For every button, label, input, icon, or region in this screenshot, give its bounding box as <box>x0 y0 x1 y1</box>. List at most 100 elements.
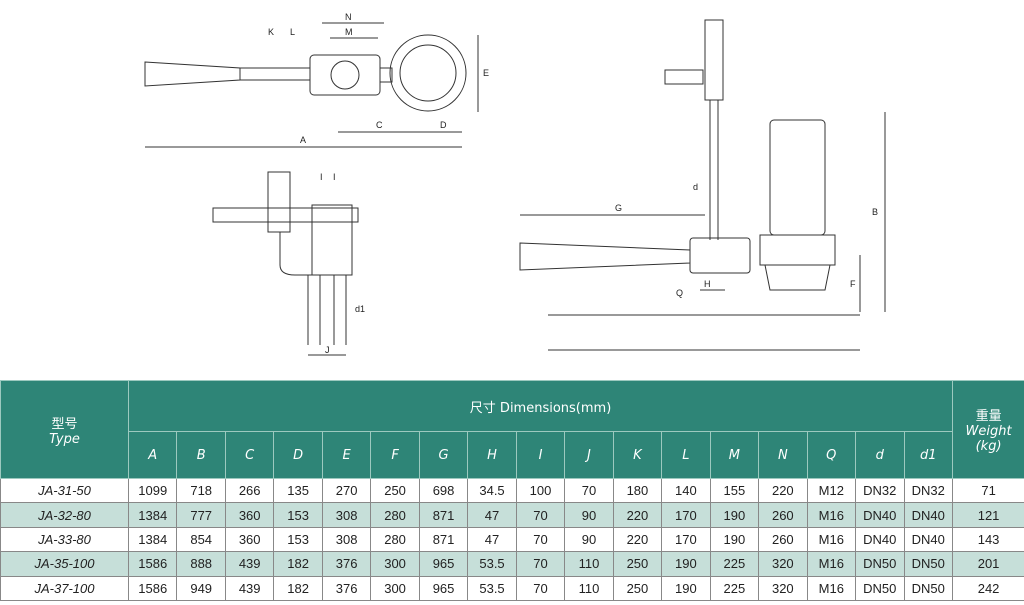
label-g: G <box>615 203 622 213</box>
type-cell: JA-33-80 <box>0 526 129 553</box>
dimension-cell-h: 53.5 <box>467 575 517 601</box>
label-k: K <box>268 27 274 37</box>
label-e: E <box>483 68 489 78</box>
dimension-cell-l: 140 <box>661 477 711 504</box>
dimension-cell-b: 718 <box>176 477 226 504</box>
weight-cell: 242 <box>952 575 1024 601</box>
dimension-cell-e: 308 <box>321 502 372 528</box>
dimension-cell-b: 888 <box>176 551 226 577</box>
dimension-cell-h: 47 <box>467 502 517 528</box>
dimension-cell-c: 439 <box>224 575 275 601</box>
dimension-cell-a: 1384 <box>127 526 178 553</box>
dimension-cell-d1: DN50 <box>903 551 954 577</box>
dimension-cell-d: DN50 <box>855 551 905 577</box>
type-cell: JA-35-100 <box>0 551 129 577</box>
column-header-b: B <box>176 431 226 479</box>
label-i-2: I <box>333 172 336 182</box>
dimension-cell-c: 266 <box>224 477 275 504</box>
dimension-cell-j: 90 <box>564 526 614 553</box>
dimension-cell-g: 698 <box>418 477 469 504</box>
weight-header-en: Weight <box>965 424 1012 439</box>
dimension-cell-f: 300 <box>370 551 420 577</box>
type-cell: JA-37-100 <box>0 575 129 601</box>
dimension-cell-c: 360 <box>224 502 275 528</box>
dimension-cell-l: 190 <box>661 551 711 577</box>
dimension-cell-g: 965 <box>418 551 469 577</box>
column-header-h: H <box>467 431 517 479</box>
dimension-cell-b: 949 <box>176 575 226 601</box>
dimension-cell-h: 47 <box>467 526 517 553</box>
column-header-d: d <box>855 431 905 479</box>
dimension-cell-q: M16 <box>806 551 857 577</box>
column-header-l: L <box>661 431 711 479</box>
label-d: d <box>693 182 698 192</box>
column-header-g: G <box>418 431 469 479</box>
dimension-cell-k: 220 <box>612 502 663 528</box>
column-header-i: I <box>515 431 566 479</box>
dimension-cell-b: 854 <box>176 526 226 553</box>
dimensions-header: 尺寸 Dimensions(mm) <box>127 380 954 432</box>
column-header-d1: d1 <box>903 431 954 479</box>
dimension-cell-n: 320 <box>758 551 808 577</box>
dimension-cell-a: 1586 <box>127 575 178 601</box>
label-a: A <box>300 135 306 145</box>
label-j: J <box>325 345 330 355</box>
dimension-cell-d1: DN50 <box>903 575 954 601</box>
dimension-cell-k: 180 <box>612 477 663 504</box>
dimension-cell-e: 376 <box>321 575 372 601</box>
dimension-cell-m: 155 <box>709 477 760 504</box>
dimension-cell-j: 110 <box>564 575 614 601</box>
type-header-en: Type <box>49 431 80 447</box>
dimension-cell-d: DN32 <box>855 477 905 504</box>
dimension-cell-e: 376 <box>321 551 372 577</box>
dimension-cell-d: 182 <box>273 551 323 577</box>
dimension-cell-j: 70 <box>564 477 614 504</box>
column-header-m: M <box>709 431 760 479</box>
dimension-cell-d: 153 <box>273 526 323 553</box>
type-header-cn: 型号 <box>51 416 78 432</box>
dimension-cell-d1: DN40 <box>903 526 954 553</box>
label-b: B <box>872 207 878 217</box>
dimension-cell-f: 280 <box>370 526 420 553</box>
label-n: N <box>345 12 352 22</box>
dimension-cell-e: 270 <box>321 477 372 504</box>
side-view-drawing <box>212 171 359 356</box>
label-f: F <box>850 279 856 289</box>
column-header-n: N <box>758 431 808 479</box>
dimension-cell-g: 871 <box>418 526 469 553</box>
dimension-cell-l: 190 <box>661 575 711 601</box>
label-c: C <box>376 120 383 130</box>
label-d1: d1 <box>355 304 365 314</box>
dimension-cell-n: 320 <box>758 575 808 601</box>
column-header-a: A <box>127 431 178 479</box>
dimension-cell-d: 153 <box>273 502 323 528</box>
column-header-k: K <box>612 431 663 479</box>
dimension-cell-q: M16 <box>806 502 857 528</box>
label-i: I <box>320 172 323 182</box>
type-cell: JA-31-50 <box>0 477 129 504</box>
column-header-j: J <box>564 431 614 479</box>
label-h: H <box>704 279 711 289</box>
dimension-cell-l: 170 <box>661 502 711 528</box>
dimension-cell-q: M16 <box>806 575 857 601</box>
dimension-cell-l: 170 <box>661 526 711 553</box>
dimension-cell-i: 100 <box>515 477 566 504</box>
dimension-cell-f: 250 <box>370 477 420 504</box>
dimension-cell-j: 110 <box>564 551 614 577</box>
type-cell: JA-32-80 <box>0 502 129 528</box>
pump-view-drawing <box>519 19 886 351</box>
dimension-cell-h: 53.5 <box>467 551 517 577</box>
column-header-f: F <box>370 431 420 479</box>
dimension-cell-i: 70 <box>515 551 566 577</box>
dimension-cell-j: 90 <box>564 502 614 528</box>
dimension-cell-g: 965 <box>418 575 469 601</box>
dimension-cell-i: 70 <box>515 526 566 553</box>
dimension-cell-n: 260 <box>758 526 808 553</box>
